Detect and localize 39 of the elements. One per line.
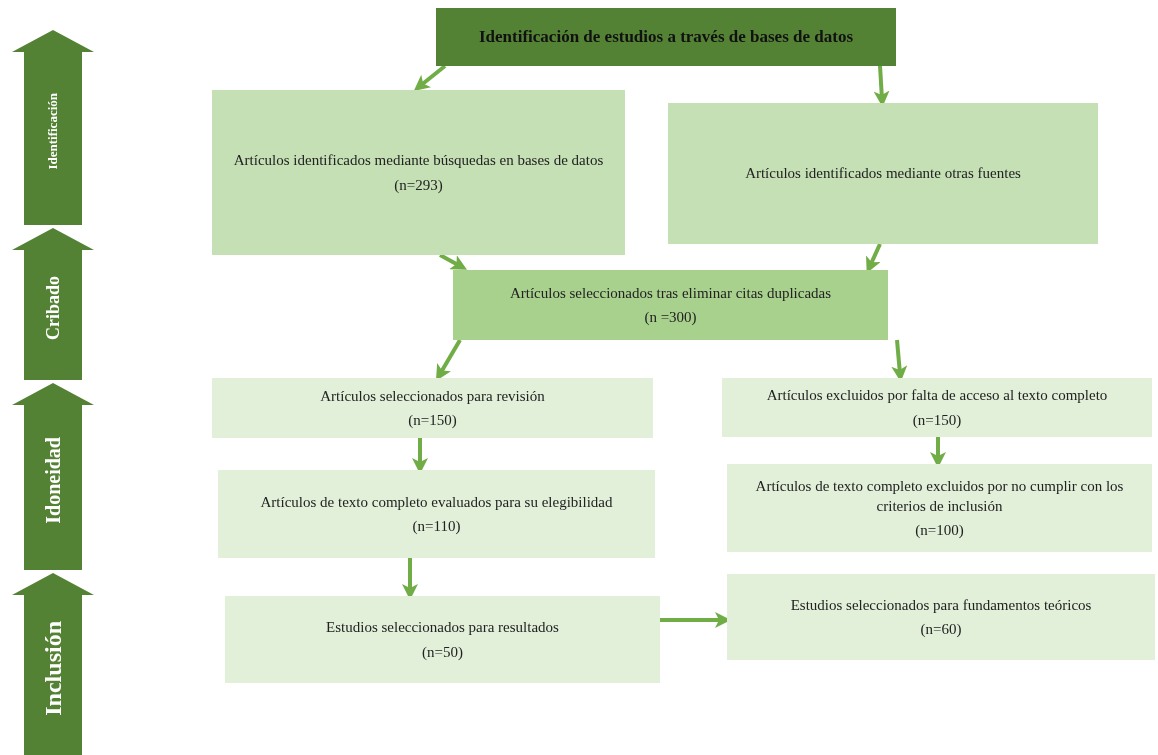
box-text: Estudios seleccionados para fundamentos teóricos: [790, 595, 1092, 615]
count-text: (n=110): [412, 517, 461, 536]
stage-band: [12, 228, 94, 380]
arrow: [435, 339, 462, 381]
count-text: (n=150): [912, 410, 962, 430]
box-text: Artículos identificados mediante búsquedas en bases de datos: [233, 151, 604, 171]
box-text: Artículos de texto completo excluidos por no cumplir con los criterios de inclusión: [754, 476, 1125, 516]
header-box: [436, 8, 896, 66]
arrow: [439, 253, 467, 270]
box-text: Artículos seleccionados tras eliminar citas duplicadas: [509, 283, 832, 303]
process-box: [668, 103, 1098, 244]
process-box: [722, 378, 1152, 437]
count-text: (n=100): [915, 521, 964, 541]
stage-label: Inclusión: [38, 620, 67, 716]
box-text: Artículos excluidos por falta de acceso al texto completo: [766, 386, 1108, 406]
count-text: (n=150): [408, 411, 457, 430]
stage-band: [12, 383, 94, 570]
box-text: Artículos de texto completo evaluados para su elegibilidad: [260, 492, 613, 512]
box-text: Artículos seleccionados para revisión: [320, 386, 545, 406]
box-text: Estudios seleccionados para resultados: [326, 618, 559, 638]
stage-band: [12, 573, 94, 755]
count-text: (n=293): [394, 175, 443, 195]
process-box: [453, 270, 888, 340]
count-text: (n=50): [422, 642, 463, 662]
process-box: [727, 464, 1152, 552]
process-box: [212, 90, 625, 255]
process-box: [727, 574, 1155, 660]
stage-label: Identificación: [44, 93, 62, 170]
box-text: Artículos identificados mediante otras fuentes: [745, 164, 1021, 184]
process-box: [218, 470, 655, 558]
count-text: (n =300): [644, 308, 697, 327]
count-text: (n=60): [920, 620, 962, 639]
stage-band: [12, 30, 94, 225]
stage-label: Idoneidad: [40, 437, 65, 524]
process-box: [212, 378, 653, 438]
arrow: [413, 64, 447, 91]
stage-label: Cribado: [41, 276, 64, 340]
box-text: Identificación de estudios a través de bases de datos: [479, 25, 853, 48]
process-box: [225, 596, 660, 683]
